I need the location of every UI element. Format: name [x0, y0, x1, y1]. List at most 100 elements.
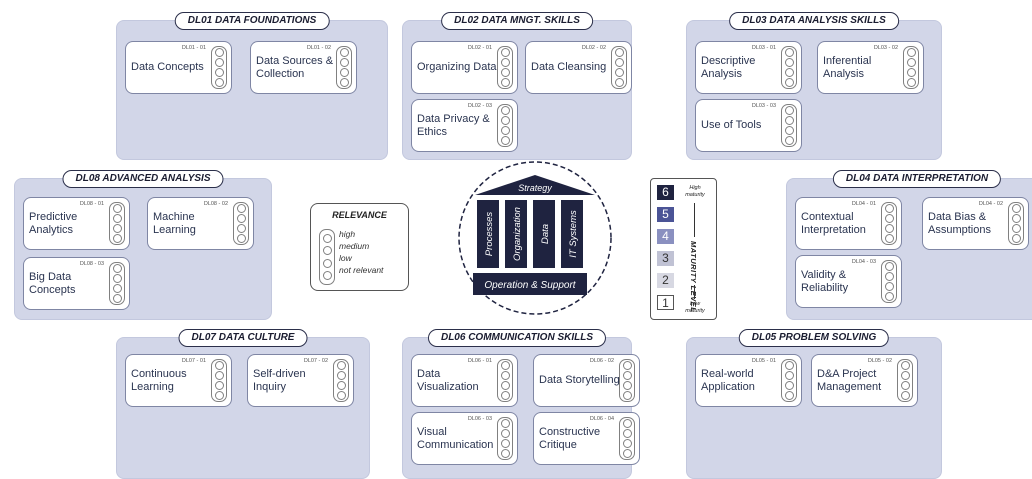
- temple-pillar: [561, 200, 583, 268]
- pillar-label: Organization: [512, 207, 523, 261]
- skill-label: Visual Communication: [417, 426, 494, 451]
- skill-label: Use of Tools: [701, 119, 762, 131]
- relevance-dots: [881, 202, 897, 245]
- skill-card[interactable]: DL04 - 01 Contextual Interpretation: [795, 197, 902, 250]
- skill-label: Organizing Data: [417, 61, 497, 73]
- relevance-level: not relevant: [339, 265, 384, 275]
- group-title: DL07 DATA CULTURE: [178, 329, 308, 347]
- maturity-level-box: 5: [657, 207, 674, 222]
- pillar-label: Processes: [484, 212, 495, 257]
- maturity-level-box: 4: [657, 229, 674, 244]
- maturity-level-box: 2: [657, 273, 674, 288]
- skill-code: DL03 - 02: [873, 45, 898, 51]
- relevance-title: RELEVANCE: [332, 210, 387, 220]
- skill-code: DL08 - 03: [79, 261, 104, 267]
- skill-card[interactable]: DL06 - 03 Visual Communication: [411, 412, 518, 465]
- skill-code: DL08 - 01: [79, 201, 104, 207]
- skill-label: Predictive Analytics: [29, 211, 78, 236]
- skill-card[interactable]: DL02 - 01 Organizing Data: [411, 41, 518, 94]
- skill-card[interactable]: DL06 - 01 Data Visualization: [411, 354, 518, 407]
- skill-code: DL03 - 03: [751, 103, 776, 109]
- group-title: DL02 DATA MNGT. SKILLS: [441, 12, 593, 30]
- skill-card[interactable]: DL03 - 01 Descriptive Analysis: [695, 41, 802, 94]
- skill-code: DL07 - 01: [181, 358, 206, 364]
- relevance-dots: [497, 46, 513, 89]
- maturity-high-label: High maturity: [685, 185, 705, 198]
- skill-card[interactable]: DL07 - 01 Continuous Learning: [125, 354, 232, 407]
- relevance-dots: [611, 46, 627, 89]
- skill-card[interactable]: DL06 - 02 Data Storytelling: [533, 354, 640, 407]
- relevance-dots: [336, 46, 352, 89]
- relevance-dots: [781, 104, 797, 147]
- skill-card[interactable]: DL08 - 03 Big Data Concepts: [23, 257, 130, 310]
- skill-card[interactable]: DL04 - 03 Validity & Reliability: [795, 255, 902, 308]
- skill-label: Descriptive Analysis: [701, 55, 756, 80]
- skill-label: Data Privacy & Ethics: [417, 113, 490, 138]
- group-title: DL05 PROBLEM SOLVING: [738, 329, 890, 347]
- skill-card[interactable]: DL03 - 02 Inferential Analysis: [817, 41, 924, 94]
- skill-label: Data Cleansing: [531, 61, 607, 73]
- relevance-legend: RELEVANCE high medium low not relevant: [310, 203, 409, 291]
- temple-diagram: Strategy Processes Organization Data IT …: [458, 161, 612, 315]
- temple-pillar: [533, 200, 555, 268]
- relevance-level: medium: [339, 241, 370, 251]
- temple-roof-label: Strategy: [518, 183, 552, 193]
- group-dl04: DL04 DATA INTERPRETATION DL04 - 01 Conte…: [786, 170, 1032, 320]
- temple-pillar: [477, 200, 499, 268]
- group-dl03: DL03 DATA ANALYSIS SKILLS DL03 - 01 Desc…: [686, 12, 942, 160]
- skill-code: DL04 - 01: [851, 201, 876, 207]
- relevance-level: high: [339, 229, 356, 239]
- skill-code: DL02 - 02: [581, 45, 606, 51]
- relevance-dots: [1008, 202, 1024, 245]
- pillar-label: Data: [540, 224, 551, 244]
- skill-card[interactable]: DL04 - 02 Data Bias & Assumptions: [922, 197, 1029, 250]
- skill-card[interactable]: DL05 - 02 D&A Project Management: [811, 354, 918, 407]
- skill-card[interactable]: DL08 - 01 Predictive Analytics: [23, 197, 130, 250]
- skill-card[interactable]: DL01 - 02 Data Sources & Collection: [250, 41, 357, 94]
- skill-card[interactable]: DL07 - 02 Self-driven Inquiry: [247, 354, 354, 407]
- skill-label: Validity & Reliability: [801, 269, 849, 294]
- group-dl05: DL05 PROBLEM SOLVING DL05 - 01 Real-worl…: [686, 329, 942, 479]
- skill-card[interactable]: DL05 - 01 Real-world Application: [695, 354, 802, 407]
- maturity-scale: 6 5 4 3 2 1 High maturity MATURITY LEVEL…: [650, 178, 717, 320]
- skill-card[interactable]: DL03 - 03 Use of Tools: [695, 99, 802, 152]
- skill-card[interactable]: DL01 - 01 Data Concepts: [125, 41, 232, 94]
- skill-code: DL08 - 02: [203, 201, 228, 207]
- group-dl01: DL01 DATA FOUNDATIONS DL01 - 01 Data Con…: [116, 12, 388, 160]
- skill-card[interactable]: DL02 - 02 Data Cleansing: [525, 41, 632, 94]
- relevance-dots: [333, 359, 349, 402]
- skill-label: Data Visualization: [417, 368, 479, 393]
- group-dl08: DL08 ADVANCED ANALYSIS DL08 - 01 Predict…: [14, 170, 272, 320]
- skill-label: Constructive Critique: [539, 426, 601, 451]
- skill-code: DL05 - 02: [867, 358, 892, 364]
- group-title: DL06 COMMUNICATION SKILLS: [427, 329, 607, 347]
- temple-pillar: [505, 200, 527, 268]
- group-title: DL01 DATA FOUNDATIONS: [174, 12, 330, 30]
- skill-card[interactable]: DL02 - 03 Data Privacy & Ethics: [411, 99, 518, 152]
- relevance-dots: [781, 359, 797, 402]
- group-title: DL03 DATA ANALYSIS SKILLS: [729, 12, 899, 30]
- skill-label: Contextual Interpretation: [801, 211, 866, 236]
- scale-line: [694, 285, 695, 299]
- maturity-low-label: Low maturity: [685, 301, 705, 314]
- skill-code: DL01 - 02: [306, 45, 331, 51]
- skill-code: DL04 - 03: [851, 259, 876, 265]
- maturity-level-label: MATURITY LEVEL: [689, 241, 698, 313]
- relevance-dots: [211, 359, 227, 402]
- skill-code: DL05 - 01: [751, 358, 776, 364]
- skill-code: DL07 - 02: [303, 358, 328, 364]
- relevance-dots: [497, 104, 513, 147]
- skill-code: DL03 - 01: [751, 45, 776, 51]
- temple-base: [473, 273, 587, 295]
- skill-label: Big Data Concepts: [29, 271, 76, 296]
- skill-label: Data Bias & Assumptions: [928, 211, 991, 236]
- skill-card[interactable]: DL08 - 02 Machine Learning: [147, 197, 254, 250]
- skill-code: DL04 - 02: [978, 201, 1003, 207]
- group-title: DL04 DATA INTERPRETATION: [832, 170, 1002, 188]
- skill-code: DL06 - 03: [467, 416, 492, 422]
- skill-card[interactable]: DL06 - 04 Constructive Critique: [533, 412, 640, 465]
- temple-base-label: Operation & Support: [484, 280, 576, 291]
- relevance-dots: [233, 202, 249, 245]
- skill-label: D&A Project Management: [817, 368, 882, 393]
- relevance-level: low: [339, 253, 352, 263]
